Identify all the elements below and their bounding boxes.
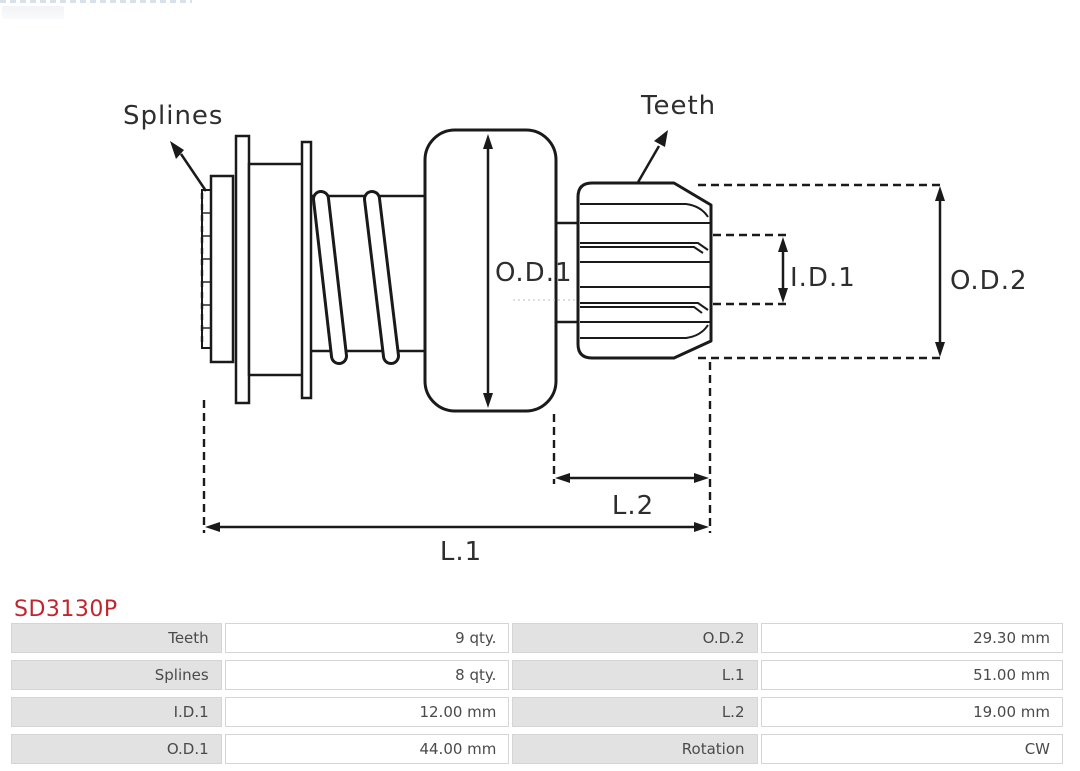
collar-cylinder xyxy=(209,174,235,364)
spline-shaft xyxy=(200,189,212,349)
spec-row-od1-rotation: O.D.1 44.00 mm Rotation CW xyxy=(11,734,1063,764)
spec-label-id1: I.D.1 xyxy=(11,697,222,727)
spec-value-od2: 29.30 mm xyxy=(760,623,1063,653)
corner-artifact xyxy=(2,6,64,19)
spec-label-l1: L.1 xyxy=(512,660,758,690)
spec-label-l2: L.2 xyxy=(512,697,758,727)
splines-callout: Splines xyxy=(123,101,223,192)
pinion-gear xyxy=(576,181,713,360)
rear-flange xyxy=(300,140,313,400)
extension-lines xyxy=(202,183,944,533)
spec-row-id1-l2: I.D.1 12.00 mm L.2 19.00 mm xyxy=(11,697,1063,727)
spec-value-l2: 19.00 mm xyxy=(760,697,1063,727)
l2-dimension: L.2 xyxy=(555,473,709,521)
l1-label: L.1 xyxy=(440,537,482,567)
id1-dimension: I.D.1 xyxy=(778,237,856,303)
od2-label: O.D.2 xyxy=(950,266,1028,296)
front-flange xyxy=(234,134,251,405)
splines-label: Splines xyxy=(123,101,223,131)
od1-dimension: O.D.1 xyxy=(483,134,573,408)
spec-label-splines: Splines xyxy=(11,660,222,690)
spec-value-id1: 12.00 mm xyxy=(224,697,510,727)
teeth-label: Teeth xyxy=(640,91,716,121)
spec-value-teeth: 9 qty. xyxy=(224,623,510,653)
spec-value-rotation: CW xyxy=(760,734,1063,764)
spec-label-teeth: Teeth xyxy=(11,623,222,653)
spring-coils xyxy=(312,190,400,365)
spec-row-teeth-od2: Teeth 9 qty. O.D.2 29.30 mm xyxy=(11,623,1063,653)
spec-label-rotation: Rotation xyxy=(512,734,758,764)
spec-value-splines: 8 qty. xyxy=(224,660,510,690)
spec-label-od1: O.D.1 xyxy=(11,734,222,764)
part-number: SD3130P xyxy=(14,597,118,622)
id1-label: I.D.1 xyxy=(790,263,856,293)
drive-outline-drawing xyxy=(200,128,713,413)
specs-table: Teeth 9 qty. O.D.2 29.30 mm Splines 8 qt… xyxy=(8,616,1066,771)
l1-dimension: L.1 xyxy=(205,522,709,567)
clutch-drum xyxy=(423,128,558,413)
gear-teeth-lines xyxy=(580,203,710,339)
starter-drive-diagram: O.D.1 O.D.2 I.D.1 L.2 L.1 Splines Teeth xyxy=(123,91,1028,567)
od2-dimension: O.D.2 xyxy=(935,186,1028,357)
spec-value-od1: 44.00 mm xyxy=(224,734,510,764)
spec-label-od2: O.D.2 xyxy=(512,623,758,653)
od1-label: O.D.1 xyxy=(495,258,573,288)
l2-label: L.2 xyxy=(612,491,654,521)
teeth-callout: Teeth xyxy=(635,91,716,185)
hub-cylinder xyxy=(247,162,305,377)
top-edge-artifact xyxy=(0,0,192,3)
spec-row-splines-l1: Splines 8 qty. L.1 51.00 mm xyxy=(11,660,1063,690)
spec-value-l1: 51.00 mm xyxy=(760,660,1063,690)
